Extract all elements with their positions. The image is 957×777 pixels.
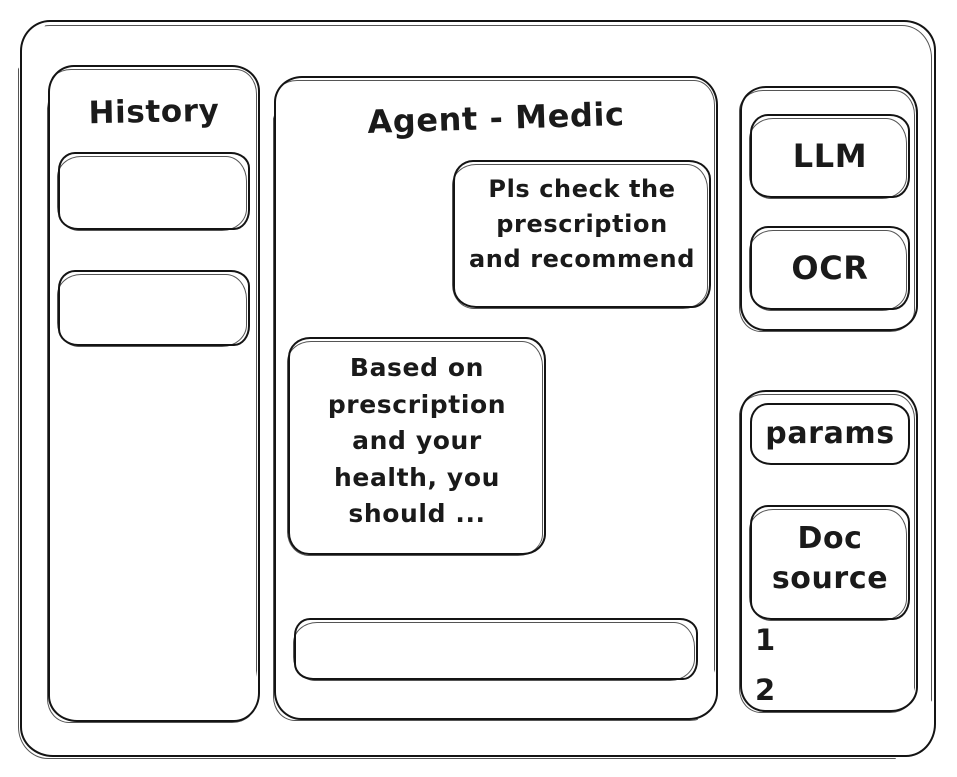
tool-button-doc-source[interactable] (750, 505, 910, 620)
user-message-bubble (453, 160, 711, 308)
tool-button-params-label: params (765, 416, 895, 451)
history-item[interactable] (58, 270, 250, 346)
tool-button-ocr[interactable] (750, 226, 910, 310)
tools-panel-sources (740, 390, 918, 712)
history-item[interactable] (58, 152, 250, 230)
tool-button-llm[interactable] (750, 114, 910, 198)
user-message-text: Pls check the prescription and recommend (468, 175, 695, 274)
agent-conversation-panel (274, 76, 718, 720)
assistant-message-text: Based on prescription and your health, y… (327, 353, 507, 528)
history-panel (48, 65, 260, 722)
doc-source-list-item[interactable]: 1 (755, 623, 776, 657)
tool-button-doc-source-label: Doc source (771, 521, 889, 596)
tool-button-llm-label: LLM (792, 137, 868, 175)
assistant-message-bubble (288, 337, 546, 555)
doc-source-list-item[interactable]: 2 (755, 673, 776, 707)
window-frame (20, 20, 936, 757)
tools-panel-models (740, 86, 918, 331)
history-title: History (88, 92, 220, 132)
tool-button-params[interactable] (750, 403, 910, 465)
tool-button-ocr-label: OCR (791, 249, 869, 287)
message-input[interactable] (294, 618, 698, 680)
